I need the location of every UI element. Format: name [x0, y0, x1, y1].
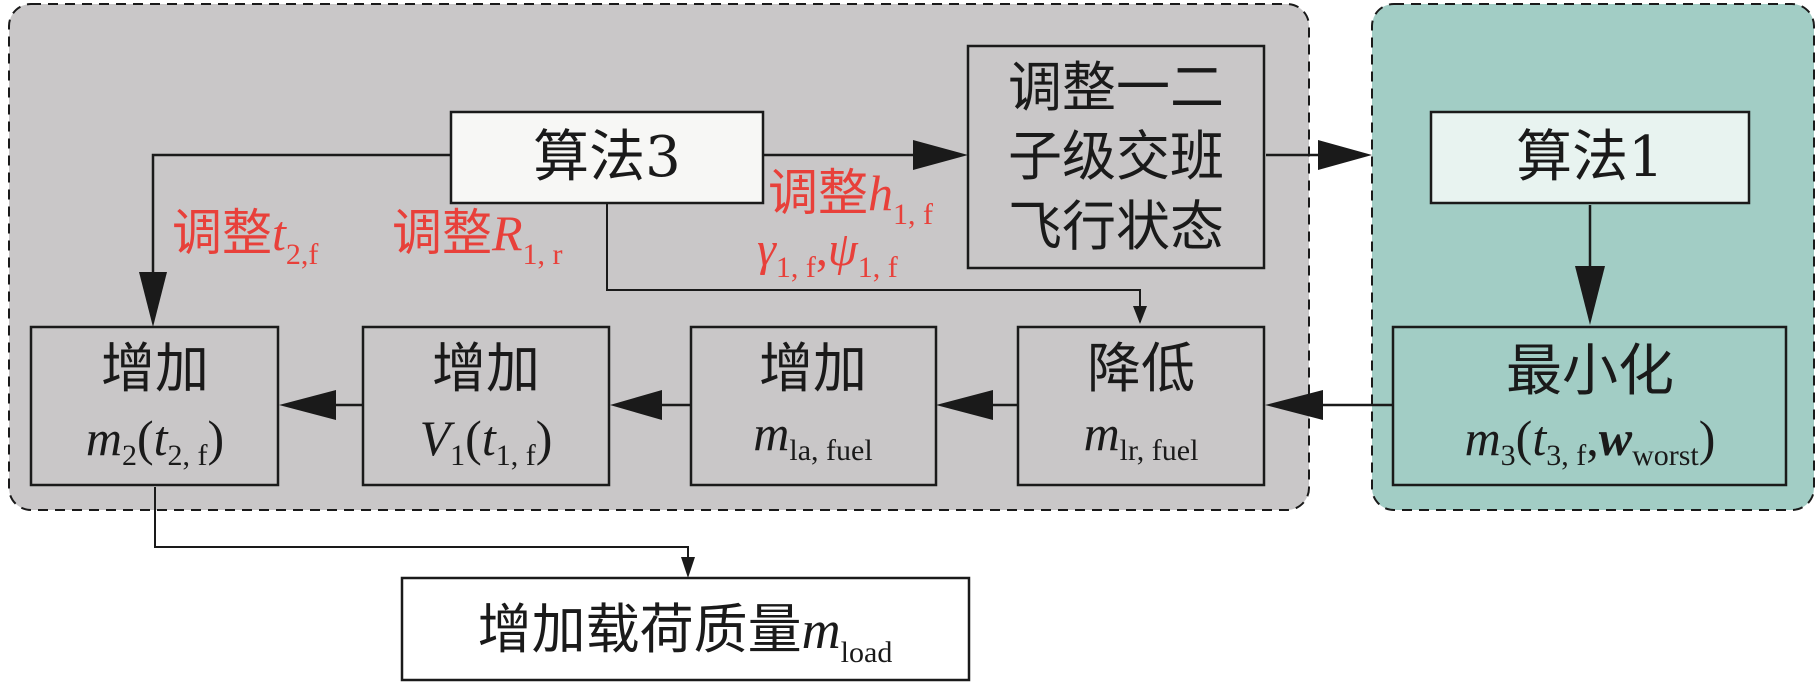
node-algo3: 算法3 — [449, 110, 765, 205]
minimize-formula: m3(t3, f,wworst) — [1465, 410, 1716, 472]
inc-v1-formula: V1(t1, f) — [420, 410, 553, 472]
node-dec-mlr: 降低 mlr, fuel — [1016, 325, 1266, 487]
inc-m2-formula: m2(t2, f) — [86, 410, 224, 472]
algo3-label: 算法3 — [533, 125, 681, 190]
edge-inc-m2-to-output-head — [681, 557, 695, 578]
minimize-label: 最小化 — [1506, 339, 1674, 404]
node-algo1: 算法1 — [1429, 110, 1751, 205]
node-adjust-stage: 调整一二 子级交班 飞行状态 — [966, 44, 1266, 270]
edge-adjust-stage-to-algo1-head — [1318, 140, 1372, 170]
edge-algo3-to-inc-m2-head — [139, 272, 167, 327]
inc-v1-label: 增加 — [432, 337, 540, 400]
edge-inc-v1-to-inc-m2-head — [279, 390, 336, 420]
dec-mlr-formula: mlr, fuel — [1084, 405, 1199, 467]
edge-dec-mlr-to-inc-mla-head — [936, 390, 993, 420]
node-output: 增加载荷质量mload — [400, 576, 971, 682]
edge-minimize-to-dec-mlr-head — [1265, 390, 1323, 420]
edge-label-adjust-r1r: 调整R1, r — [392, 204, 563, 271]
inc-m2-label: 增加 — [101, 337, 209, 400]
node-inc-v1: 增加 V1(t1, f) — [361, 325, 611, 487]
inc-mla-formula: mla, fuel — [753, 405, 872, 467]
edge-algo3-to-inc-m2 — [148, 153, 451, 319]
adjust-stage-line2: 子级交班 — [1008, 125, 1224, 188]
edge-inc-mla-to-inc-v1-head — [610, 390, 662, 420]
inc-mla-label: 增加 — [759, 337, 867, 400]
edge-label-adjust-t2f: 调整t2,f — [172, 204, 318, 271]
output-formula: 增加载荷质量mload — [478, 598, 893, 669]
edge-algo3-to-dec-mlr-head — [1133, 306, 1147, 324]
node-minimize: 最小化 m3(t3, f,wworst) — [1391, 325, 1788, 487]
adjust-stage-line1: 调整一二 — [1008, 56, 1224, 119]
node-inc-m2: 增加 m2(t2, f) — [29, 325, 280, 487]
edge-algo3-to-adjust-stage-head — [913, 140, 968, 170]
dec-mlr-label: 降低 — [1087, 337, 1195, 400]
node-inc-mla: 增加 mla, fuel — [689, 325, 938, 487]
adjust-stage-line3: 飞行状态 — [1008, 195, 1224, 258]
edge-label-adjust-h1f: 调整h1, f — [768, 164, 933, 231]
edge-inc-m2-to-output — [154, 487, 689, 563]
algo1-label: 算法1 — [1516, 125, 1664, 190]
edge-label-gamma-psi: γ1, f,ψ1, f — [757, 223, 898, 284]
edge-algo1-to-minimize-head — [1575, 266, 1605, 325]
